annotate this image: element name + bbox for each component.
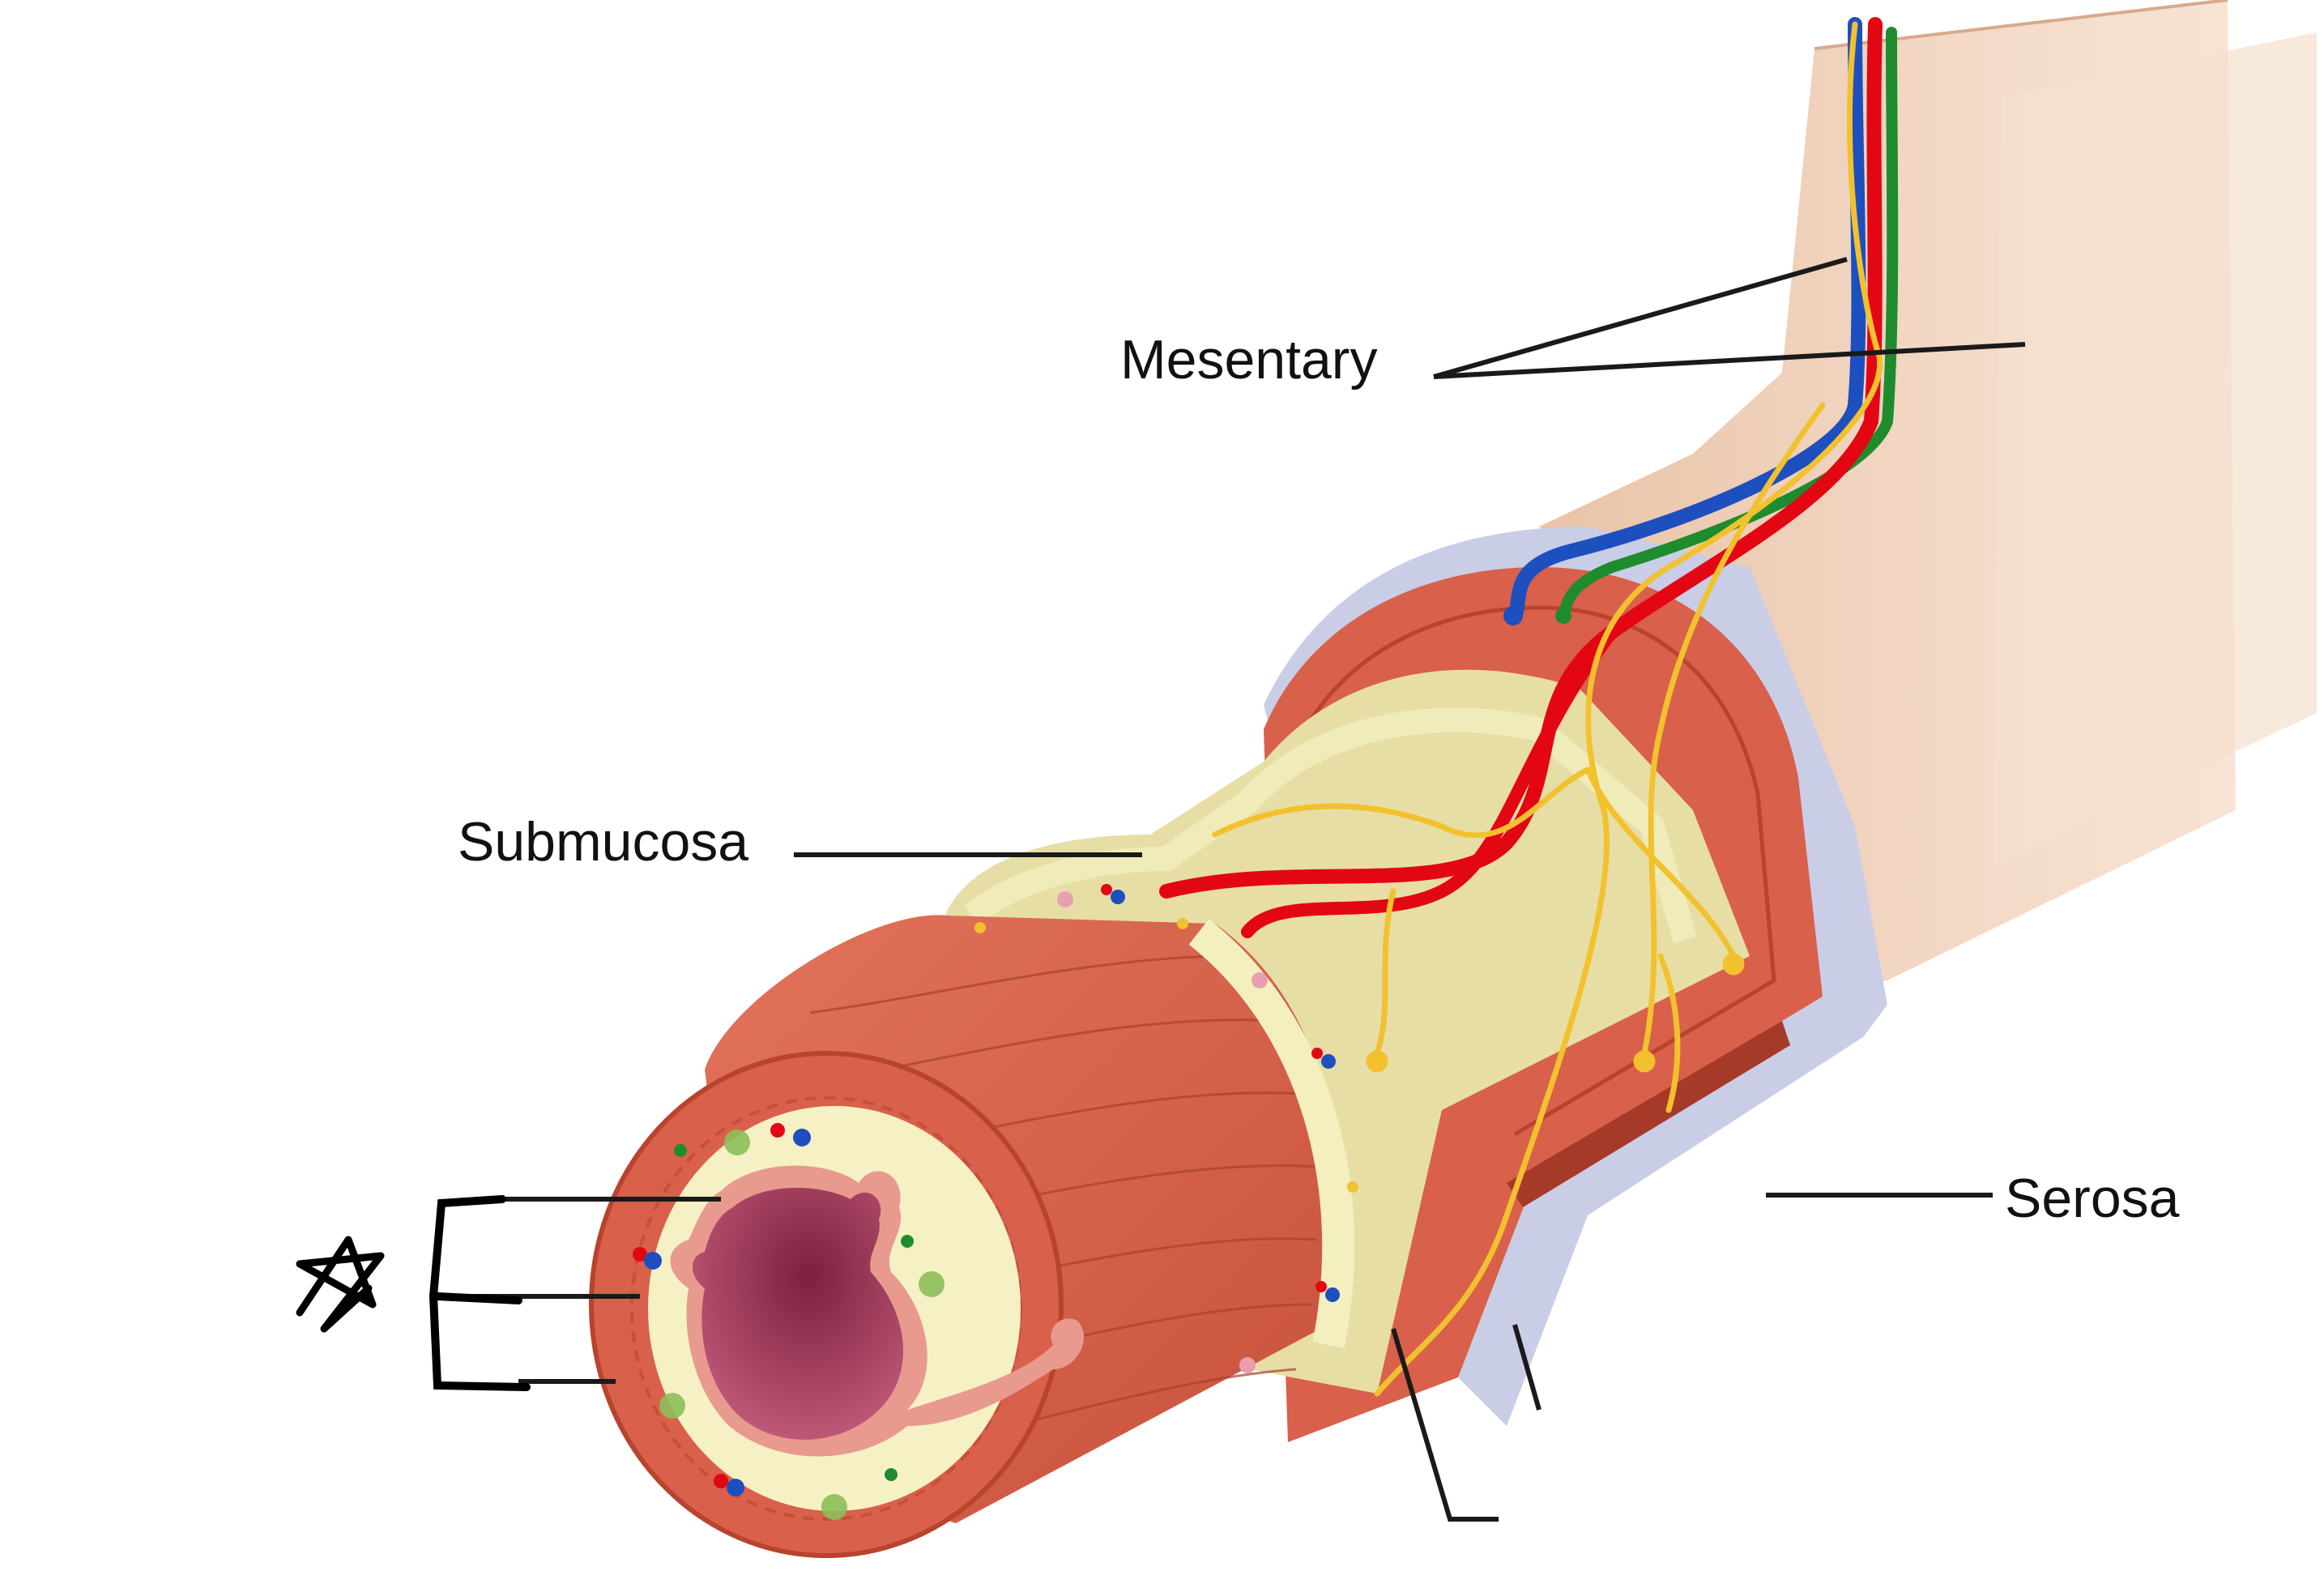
muscle-bottom-leader: [1391, 1328, 1499, 1522]
glands-and-vessels: [974, 884, 1358, 1373]
label-mesentary: Mesentary: [1120, 329, 1378, 391]
mesentary-leader-lower: [1433, 342, 2026, 379]
nerve-network: [1212, 21, 1883, 1397]
vein-end: [1503, 606, 1523, 625]
star-scribble-icon: [296, 1236, 385, 1333]
lymph-end: [1555, 608, 1571, 624]
mesentery-sheet: [1539, 0, 2317, 997]
front-cross-section: [589, 1051, 1085, 1558]
bracket-scribble-icon: [429, 1195, 531, 1391]
label-submucosa: Submucosa: [458, 811, 749, 873]
label-serosa: Serosa: [2005, 1168, 2180, 1229]
serosa-bottom-leader: [1512, 1324, 1542, 1411]
mesentary-leader-upper: [1433, 257, 1848, 379]
mesenteric-vessels: [1159, 17, 1899, 938]
leader-lines: [470, 257, 2026, 1522]
